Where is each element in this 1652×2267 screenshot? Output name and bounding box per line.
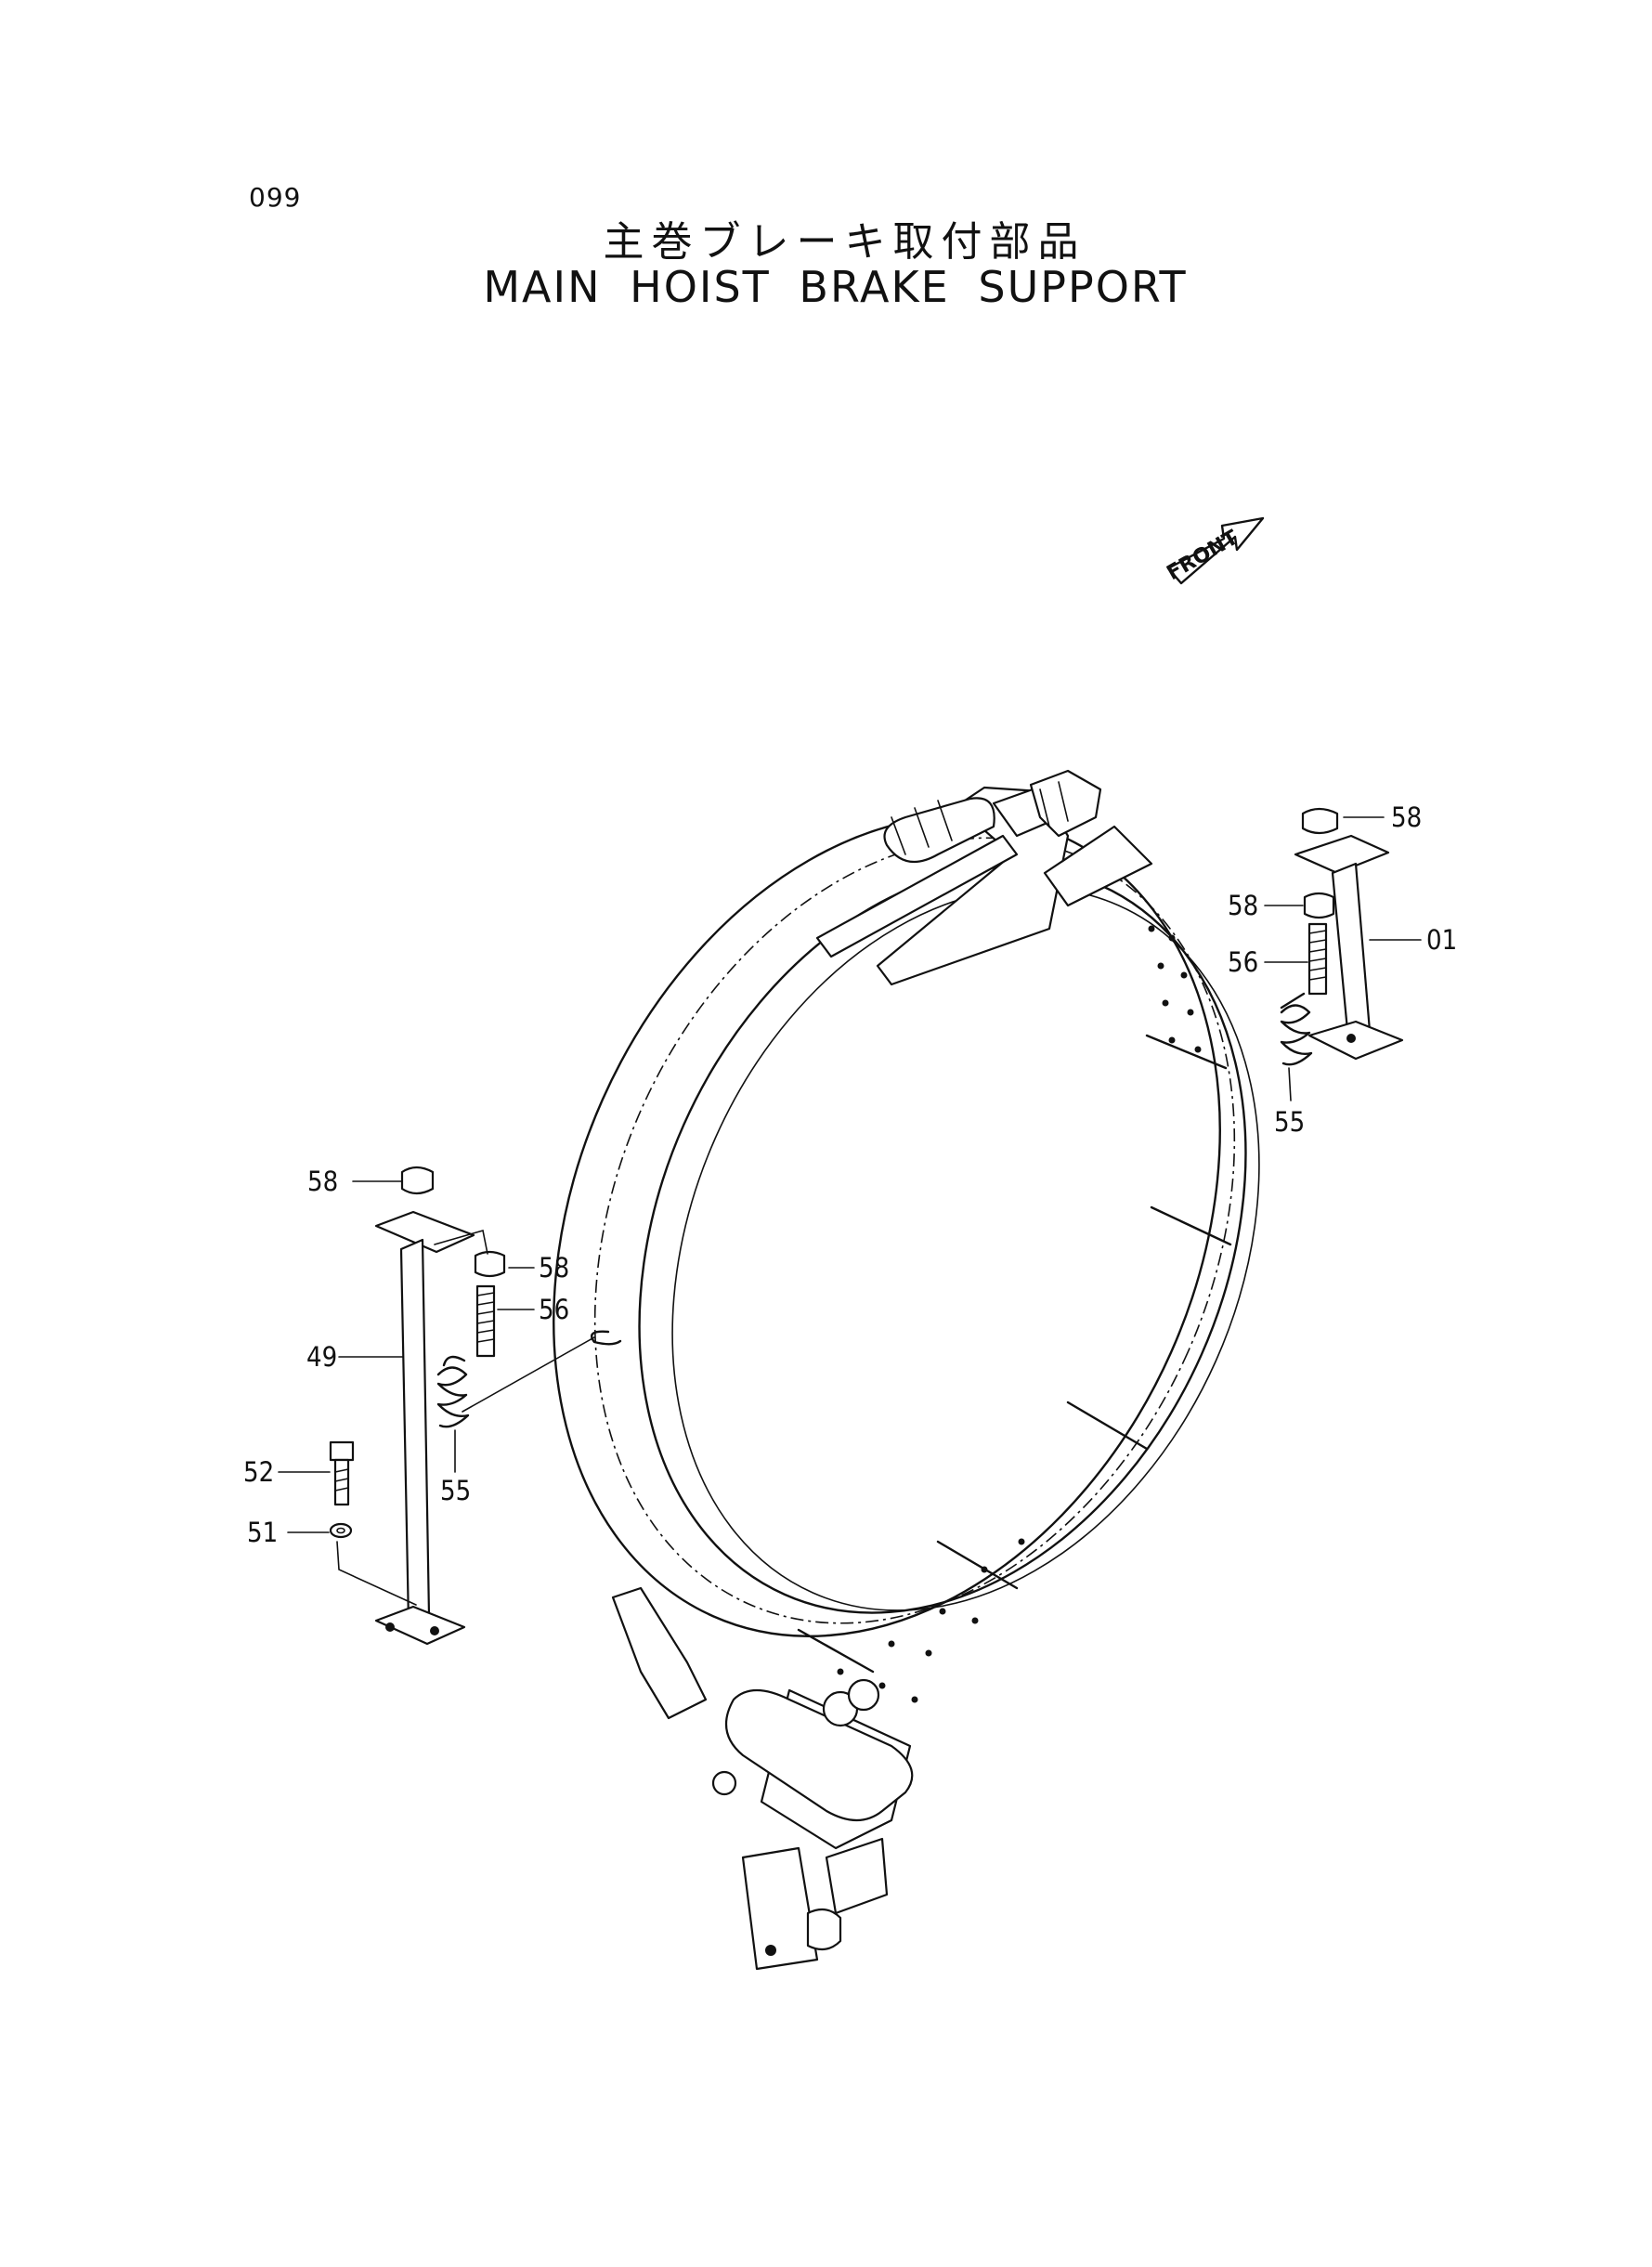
leader-lines bbox=[278, 816, 1422, 1606]
callout-58-right-mid: 58 bbox=[1228, 890, 1258, 921]
callout-49: 49 bbox=[306, 1341, 337, 1373]
front-label: FRONT bbox=[1164, 526, 1242, 585]
callout-labels: 58 58 01 56 55 58 58 56 49 52 51 55 bbox=[243, 801, 1457, 1548]
callout-01: 01 bbox=[1426, 924, 1457, 956]
right-support-post bbox=[1280, 807, 1404, 1066]
callout-51: 51 bbox=[247, 1517, 278, 1548]
front-arrow-icon: FRONT bbox=[1164, 516, 1265, 585]
brake-band-outer-edge bbox=[553, 814, 1221, 1637]
lining-rivet-holes bbox=[827, 925, 1202, 1722]
bottom-lever-mechanism bbox=[611, 1586, 914, 1971]
callout-56-left: 56 bbox=[539, 1294, 569, 1325]
brake-band-assembly bbox=[553, 769, 1260, 1971]
top-lever-mechanism bbox=[815, 769, 1153, 986]
brake-band-centerline bbox=[593, 837, 1236, 1624]
callout-58-right-top: 58 bbox=[1391, 801, 1422, 833]
title-english: MAIN HOIST BRAKE SUPPORT bbox=[483, 262, 1188, 312]
callout-55-right: 55 bbox=[1274, 1106, 1305, 1138]
callout-58-left-mid: 58 bbox=[539, 1252, 569, 1283]
callout-56-right: 56 bbox=[1228, 946, 1258, 978]
callout-58-left-top: 58 bbox=[307, 1166, 338, 1197]
callout-52: 52 bbox=[243, 1456, 274, 1488]
page-number: 099 bbox=[249, 182, 302, 213]
left-support-post bbox=[329, 1166, 622, 1646]
title-japanese: 主巻ブレーキ取付部品 bbox=[603, 218, 1086, 266]
brake-band-back-edge bbox=[671, 887, 1260, 1611]
callout-55-left: 55 bbox=[440, 1475, 471, 1506]
